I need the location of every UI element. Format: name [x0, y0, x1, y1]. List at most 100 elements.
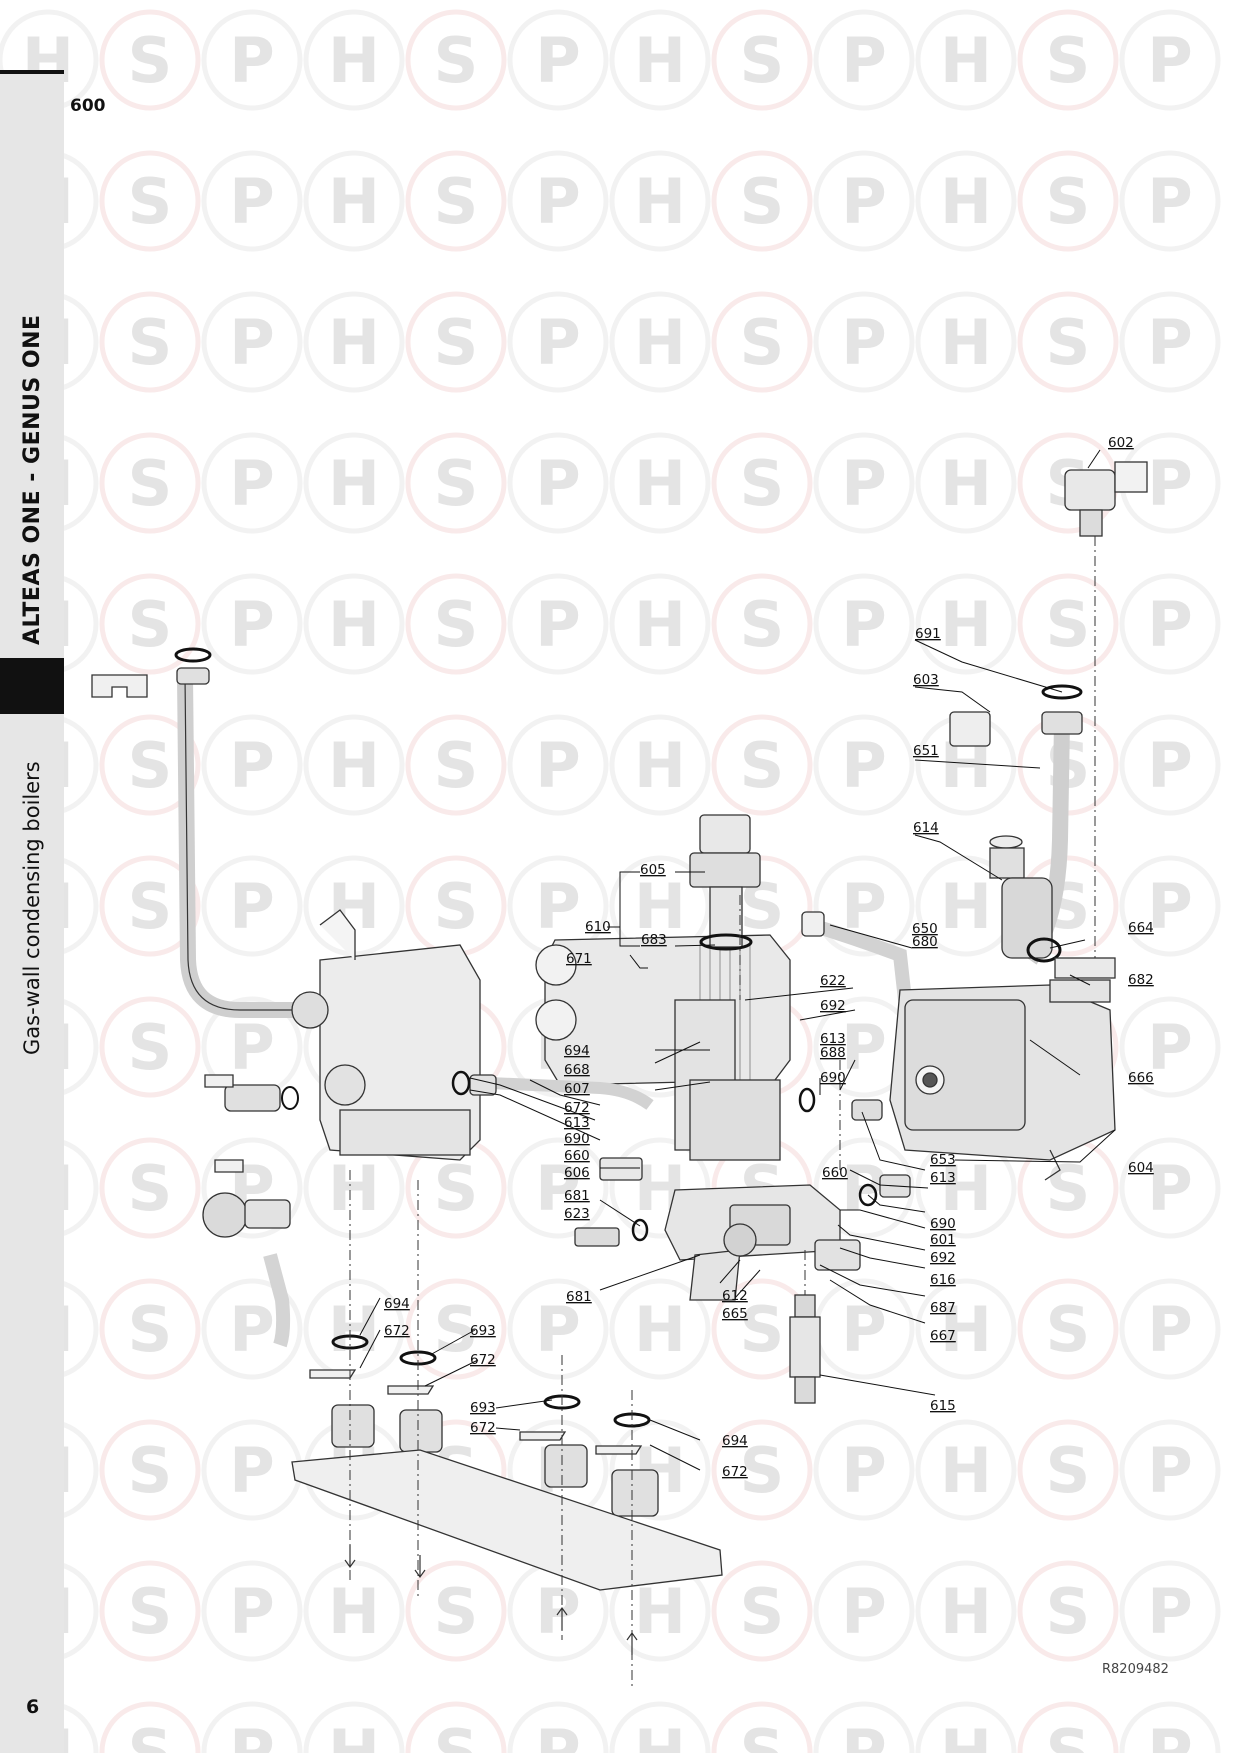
watermark-ring: [609, 9, 711, 111]
label-653: 653: [930, 1152, 956, 1168]
watermark-letter: P: [535, 1152, 580, 1225]
watermark-ring: [201, 855, 303, 957]
label-603: 603: [913, 672, 939, 688]
watermark-ring: [711, 1701, 813, 1753]
label-666: 666: [1128, 1070, 1154, 1086]
watermark-ring: [507, 1701, 609, 1753]
watermark-ring: [915, 9, 1017, 111]
label-660-right: 660: [822, 1165, 848, 1181]
flow-arrows: [344, 1545, 638, 1655]
label-601: 601: [930, 1232, 956, 1248]
watermark-ring: [1119, 714, 1221, 816]
label-615: 615: [930, 1398, 956, 1414]
watermark-letter: P: [841, 1575, 886, 1648]
label-688: 688: [820, 1045, 846, 1061]
watermark-letter: P: [535, 1716, 580, 1753]
watermark-letter: S: [434, 447, 479, 520]
part-603-clip: [949, 711, 991, 747]
watermark-ring: [915, 1701, 1017, 1753]
watermark-letter: P: [1147, 1293, 1192, 1366]
watermark-letter: P: [1147, 870, 1192, 943]
watermark-letter: H: [328, 1293, 380, 1366]
label-682: 682: [1128, 972, 1154, 988]
watermark-ring: [99, 996, 201, 1098]
watermark-ring: [915, 1278, 1017, 1380]
watermark-letter: P: [1147, 1716, 1192, 1753]
label-672-mid: 672: [564, 1100, 590, 1116]
watermark-ring: [1017, 573, 1119, 675]
watermark-ring: [507, 714, 609, 816]
watermark-ring: [99, 1701, 201, 1753]
watermark-ring: [303, 9, 405, 111]
watermark-letter: P: [229, 588, 274, 661]
label-610: 610: [585, 919, 611, 935]
watermark-letter: H: [940, 1716, 992, 1753]
sidebar-rule: [0, 70, 64, 74]
watermark-letter: S: [434, 1293, 479, 1366]
watermark-letter: S: [434, 1575, 479, 1648]
watermark-letter: H: [328, 1575, 380, 1648]
watermark-letter: P: [1147, 306, 1192, 379]
watermark-letter: P: [841, 1434, 886, 1507]
watermark-ring: [813, 1137, 915, 1239]
watermark-letter: P: [229, 729, 274, 802]
watermark-letter: S: [128, 729, 173, 802]
watermark-letter: P: [1147, 447, 1192, 520]
watermark-letter: S: [1046, 306, 1091, 379]
pipe-left: [177, 675, 300, 1018]
watermark-letter: S: [740, 24, 785, 97]
part-left-hydraulic-block: [291, 909, 481, 1161]
watermark-ring: [711, 432, 813, 534]
watermark-ring: [813, 714, 915, 816]
watermark-letter: S: [740, 1434, 785, 1507]
label-694-upper: 694: [564, 1043, 590, 1059]
watermark-letter: H: [328, 165, 380, 238]
watermark-letter: S: [740, 1575, 785, 1648]
watermark-ring: [711, 291, 813, 393]
label-613-upper: 613: [820, 1031, 846, 1047]
label-671: 671: [566, 951, 592, 967]
watermark-ring: [405, 1701, 507, 1753]
watermark-letter: P: [841, 1152, 886, 1225]
label-672-mid-bottom: 672: [470, 1420, 496, 1436]
watermark-letter: P: [229, 1575, 274, 1648]
label-672-left: 672: [384, 1323, 410, 1339]
part-central-manifold: [664, 999, 841, 1301]
watermark-letter: S: [1046, 1293, 1091, 1366]
label-602: 602: [1108, 435, 1134, 451]
watermark-ring: [609, 1137, 711, 1239]
watermark-letter: P: [1147, 1152, 1192, 1225]
watermark-letter: S: [740, 1293, 785, 1366]
watermark-letter: S: [128, 1011, 173, 1084]
label-665: 665: [722, 1306, 748, 1322]
watermark-ring: [813, 573, 915, 675]
watermark-letter: P: [229, 870, 274, 943]
part-mounting-plate: [291, 1449, 723, 1591]
watermark-ring: [915, 291, 1017, 393]
part-605-diverter-motor: [689, 814, 761, 951]
watermark-letter: P: [1147, 1434, 1192, 1507]
pipe-central-flex: [489, 1077, 654, 1110]
watermark-ring: [1119, 1419, 1221, 1521]
watermark-letter: S: [1046, 1152, 1091, 1225]
label-693-mid: 693: [470, 1400, 496, 1416]
watermark-letter: P: [535, 165, 580, 238]
watermark-ring: [99, 1278, 201, 1380]
label-668: 668: [564, 1062, 590, 1078]
watermark-letter: P: [229, 1434, 274, 1507]
part-602-pressure-switch: [1064, 461, 1148, 537]
label-604: 604: [1128, 1160, 1154, 1176]
label-694-left: 694: [384, 1296, 410, 1312]
watermark-ring: [405, 714, 507, 816]
watermark-letter: H: [940, 1575, 992, 1648]
label-692-lower: 692: [930, 1250, 956, 1266]
watermark-letter: P: [841, 447, 886, 520]
watermark-ring: [1119, 1278, 1221, 1380]
watermark-ring: [303, 150, 405, 252]
watermark-letter: S: [740, 447, 785, 520]
watermark-ring: [405, 150, 507, 252]
watermark-ring: [813, 150, 915, 252]
watermark-ring: [405, 1278, 507, 1380]
watermark-letter: S: [128, 306, 173, 379]
part-606-sensor: [599, 1157, 643, 1181]
